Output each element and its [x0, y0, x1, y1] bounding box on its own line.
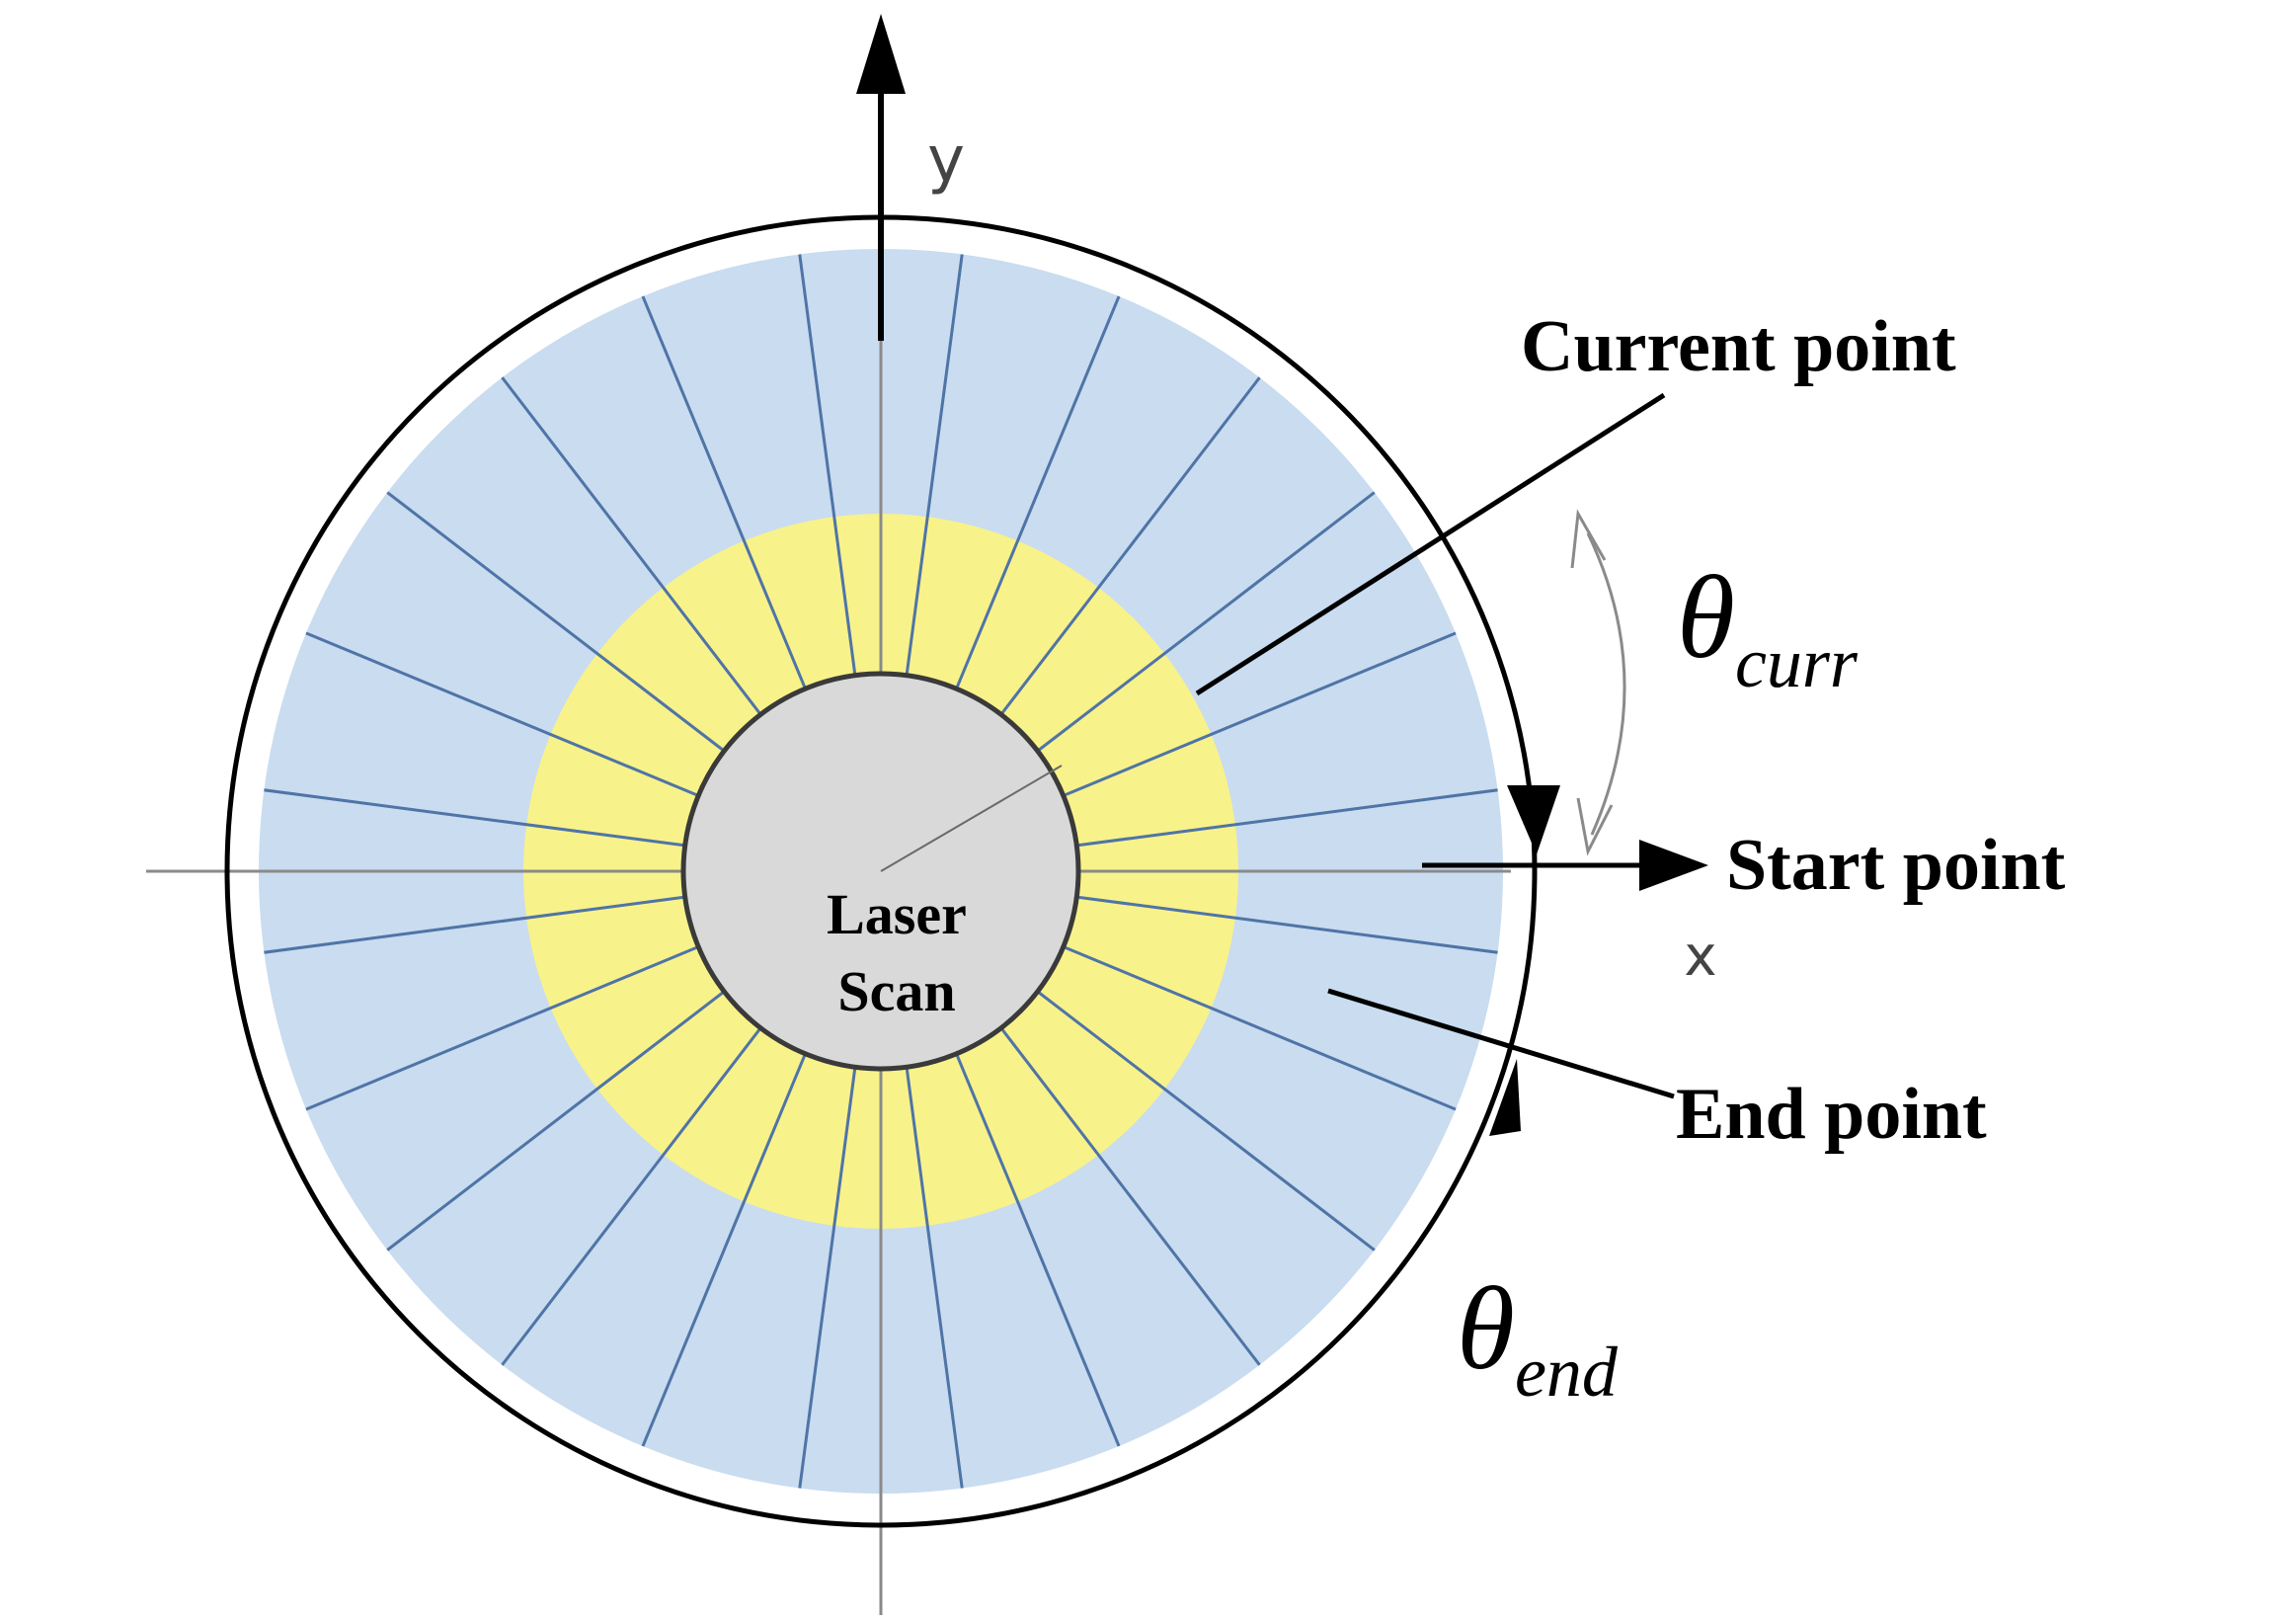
scan-ray — [259, 895, 685, 956]
scan-ray — [999, 1026, 1267, 1374]
theta-end-start-arrowhead — [1489, 1059, 1521, 1136]
y-axis-label: y — [927, 123, 965, 197]
current-point-ray — [880, 765, 1063, 872]
theta-curr-label: θcurr — [1677, 551, 1859, 702]
scan-ray — [259, 786, 685, 848]
end-point-leader — [1327, 988, 1675, 1099]
scan-label: Scan — [837, 959, 955, 1023]
scan-ray — [378, 485, 726, 753]
theta-curr-subscript: curr — [1735, 623, 1859, 702]
current-point-leader — [1195, 392, 1666, 696]
theta-curr-arc-head-top — [1570, 509, 1607, 569]
x-axis-label: x — [1684, 925, 1716, 989]
theta-end-symbol: θ — [1457, 1262, 1515, 1394]
scan-ray — [955, 1053, 1125, 1456]
theta-curr-end-arrowhead — [1507, 785, 1560, 854]
end-point-label: End point — [1676, 1074, 1987, 1155]
scan-ray — [637, 1053, 807, 1456]
scan-ray — [1063, 627, 1465, 797]
laser-label: Laser — [827, 882, 967, 946]
theta-end-subscript: end — [1515, 1333, 1619, 1412]
scan-ray — [905, 1067, 966, 1494]
scan-ray — [495, 1026, 762, 1374]
start-point-arrowhead — [1639, 840, 1708, 891]
scan-ray — [378, 990, 726, 1257]
start-point-label: Start point — [1726, 825, 2066, 906]
scan-ray — [296, 627, 699, 797]
scan-ray — [1036, 485, 1384, 753]
scan-ray — [796, 1067, 857, 1494]
scan-ray — [1036, 990, 1384, 1257]
theta-curr-symbol: θ — [1677, 551, 1735, 683]
scan-rays — [259, 249, 1503, 1494]
theta-end-label: θend — [1457, 1262, 1619, 1412]
scan-ray — [495, 368, 762, 716]
current-point-label: Current point — [1521, 306, 1956, 387]
scan-ray — [1063, 945, 1465, 1115]
y-axis-arrowhead — [856, 14, 906, 94]
scan-ray — [796, 249, 857, 676]
theta-curr-arc — [1586, 532, 1626, 836]
scan-ray — [999, 368, 1267, 716]
scan-ray — [1076, 895, 1503, 956]
scan-ray — [955, 286, 1125, 689]
scan-ray — [637, 286, 807, 689]
scan-ray — [296, 945, 699, 1115]
scan-ray — [1076, 786, 1503, 848]
theta-curr-arc-head-bottom — [1576, 797, 1614, 856]
scan-ray — [905, 249, 966, 676]
